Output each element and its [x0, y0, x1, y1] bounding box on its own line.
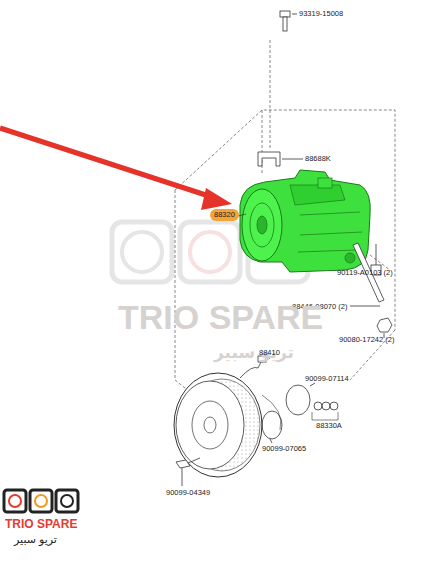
- bolt: [176, 458, 200, 486]
- part-number: 88688K: [305, 155, 331, 163]
- part-number: 88330A: [316, 422, 342, 430]
- clutch-hardware: [262, 383, 338, 443]
- part-number: 90099-04349: [166, 489, 210, 497]
- part-number: 90099-07065: [262, 445, 306, 453]
- assembly-outline: [175, 40, 395, 400]
- part-number: 90080-17242 (2): [339, 336, 394, 344]
- logo-text: TRIO SPARE: [5, 518, 77, 530]
- bolt: [280, 11, 297, 31]
- pointer-arrow: [0, 128, 232, 210]
- callout-number: 88320: [210, 209, 239, 221]
- part-number: 93319-15008: [299, 10, 343, 18]
- logo-text: تريو سبير: [14, 534, 57, 545]
- clutch-pulley: [174, 356, 270, 477]
- bracket: [258, 152, 303, 166]
- compressor: [238, 170, 370, 272]
- nut: [377, 318, 392, 338]
- watermark: TRIO SPARE: [118, 300, 323, 334]
- logo-icons: [4, 490, 78, 512]
- part-number: 88410: [259, 349, 280, 357]
- part-number: 90099-07114: [305, 375, 349, 383]
- part-number: 90119-A0103 (2): [337, 269, 393, 277]
- watermark: تريو سبير: [214, 344, 294, 361]
